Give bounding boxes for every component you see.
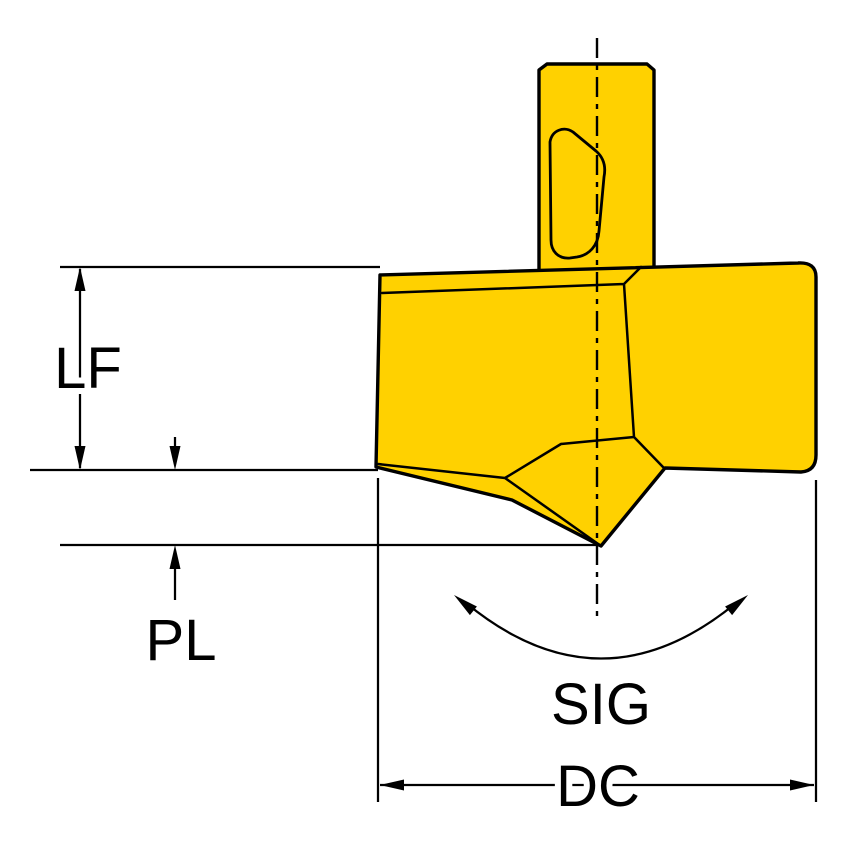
- sig-label: SIG: [551, 672, 651, 737]
- dc-arrow-right-icon: [790, 779, 814, 791]
- pl-arrow-up-icon: [169, 545, 181, 569]
- pl-label: PL: [146, 608, 217, 673]
- pl-arrow-down-icon: [169, 446, 181, 470]
- lf-arrow-down-icon: [74, 446, 86, 470]
- lf-label: LF: [54, 336, 122, 401]
- shank-flat-detail: [548, 127, 607, 260]
- sig-angle-arc: [465, 602, 737, 660]
- sig-arrow-left-icon: [454, 595, 477, 616]
- dc-arrow-left-icon: [380, 779, 404, 791]
- dc-label: DC: [556, 754, 640, 819]
- sig-arrow-right-icon: [725, 595, 748, 616]
- lf-arrow-up-icon: [74, 267, 86, 291]
